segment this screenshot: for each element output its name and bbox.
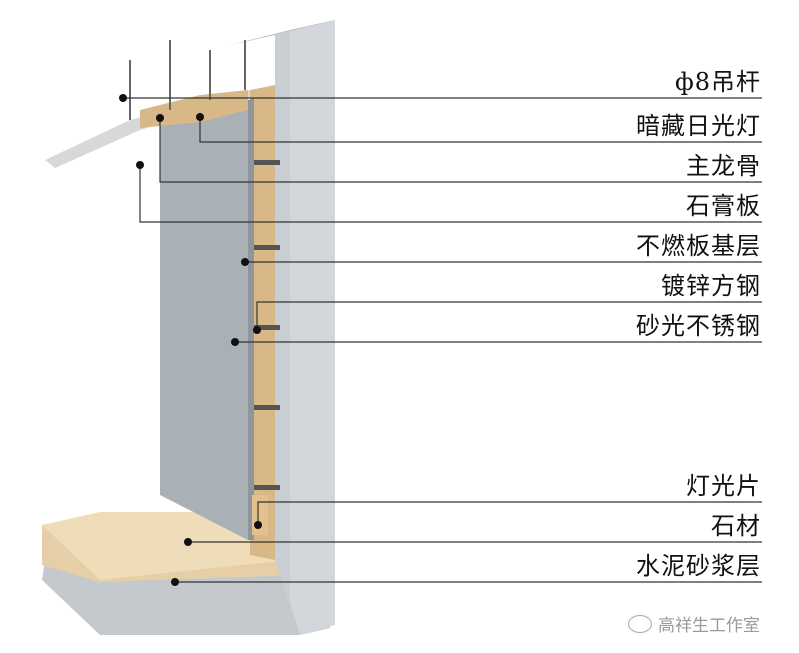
ceiling-light-box [140, 90, 248, 128]
label-hidden-fluorescent: 暗藏日光灯 [636, 112, 761, 140]
leader-dots [119, 94, 262, 586]
watermark: 高祥生工作室 [628, 611, 760, 636]
label-cement-mortar: 水泥砂浆层 [636, 552, 761, 580]
concrete-wall-top [230, 20, 335, 45]
label-main-keel: 主龙骨 [686, 152, 761, 180]
wood-base-layer [250, 85, 275, 560]
watermark-text: 高祥生工作室 [658, 616, 760, 636]
label-stainless-steel: 砂光不锈钢 [636, 312, 761, 340]
leader-lines [123, 97, 762, 583]
label-fireproof-base: 不燃板基层 [636, 232, 761, 260]
stainless-panel-edge [248, 98, 254, 540]
light-strip [252, 495, 268, 535]
label-hanger-rod: ф8吊杆 [674, 68, 761, 96]
label-gypsum-board: 石膏板 [686, 192, 761, 220]
stainless-panel [160, 100, 248, 540]
label-light-panel: 灯光片 [686, 472, 761, 500]
label-galvanized-steel: 镀锌方钢 [661, 272, 761, 300]
wechat-icon [628, 615, 652, 633]
steel-studs [250, 160, 280, 490]
label-stone: 石材 [711, 512, 761, 540]
concrete-wall-front [290, 20, 335, 635]
